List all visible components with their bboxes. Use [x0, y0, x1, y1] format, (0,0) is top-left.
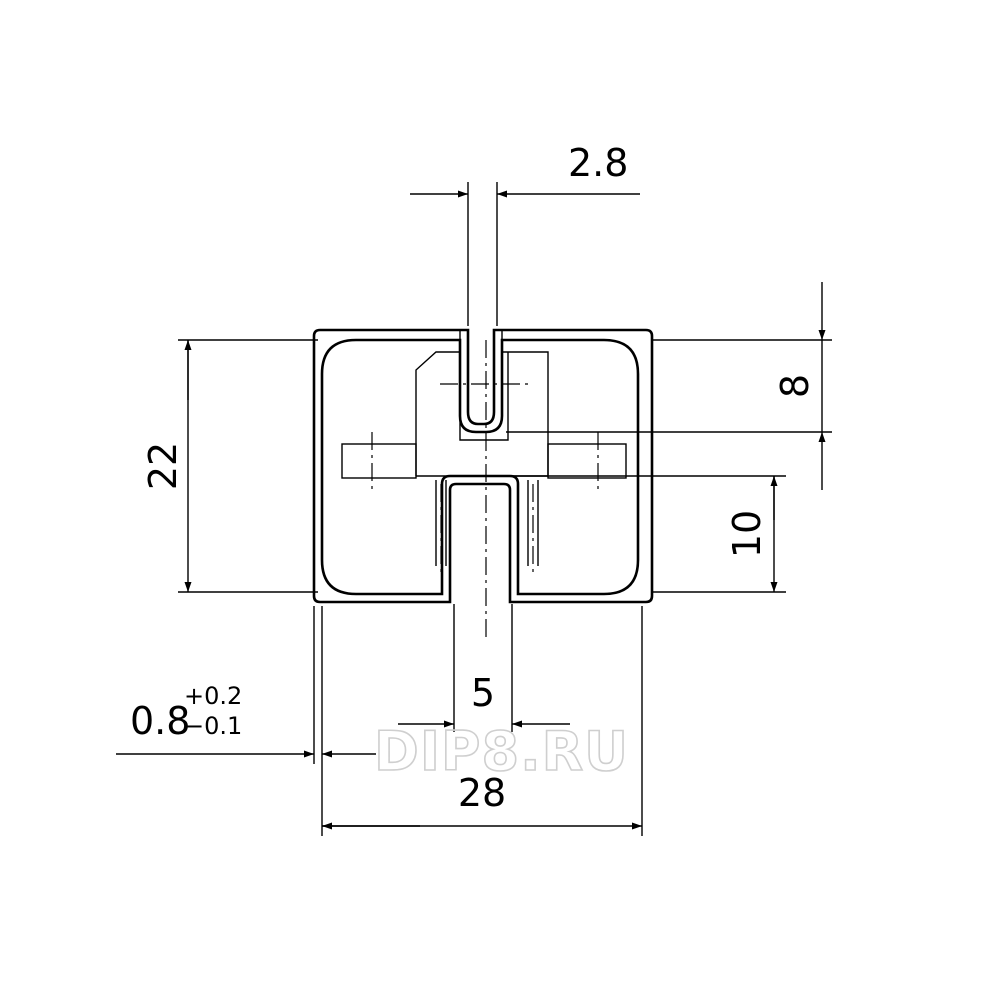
dim-width: 28: [322, 606, 642, 836]
insert-pin-left: [341, 443, 417, 479]
ext-line-height: [178, 339, 318, 593]
label-bottom-depth: 10: [725, 510, 769, 558]
label-tolerance-minus: −0.1: [184, 712, 242, 740]
dim-thickness: 0.8 +0.2 −0.1: [116, 606, 376, 836]
insert-part: [341, 340, 627, 640]
label-thickness: 0.8: [130, 699, 190, 743]
profile-outer-contour: [312, 328, 654, 604]
dim-slot-width: 2.8: [410, 141, 640, 326]
dim-height: 22: [141, 339, 318, 593]
insert-pin-right: [547, 443, 627, 479]
ext-line-slot: [467, 182, 498, 326]
dim-bottom-slot: 5: [398, 604, 570, 732]
label-width: 28: [458, 771, 506, 815]
insert-block: [415, 351, 549, 477]
label-slot-width: 2.8: [568, 141, 628, 185]
label-bottom-slot: 5: [471, 671, 495, 715]
insert-slot-outline: [459, 352, 509, 441]
profile-outline: [312, 328, 654, 604]
profile-inner-contour: [320, 338, 640, 596]
label-inner-depth: 8: [773, 374, 817, 398]
ext-line-bottom-slot: [453, 604, 513, 732]
ext-line-thickness: [313, 606, 323, 836]
ext-line-depth: [506, 339, 832, 433]
dim-bottom-depth: 10: [512, 475, 786, 592]
dim-inner-depth: 8: [506, 282, 832, 490]
watermark: DIP8.RU: [374, 720, 629, 783]
label-height: 22: [141, 442, 185, 490]
insert-tabs: [435, 480, 539, 566]
insert-centerlines: [371, 340, 599, 640]
label-tolerance-plus: +0.2: [184, 682, 242, 710]
